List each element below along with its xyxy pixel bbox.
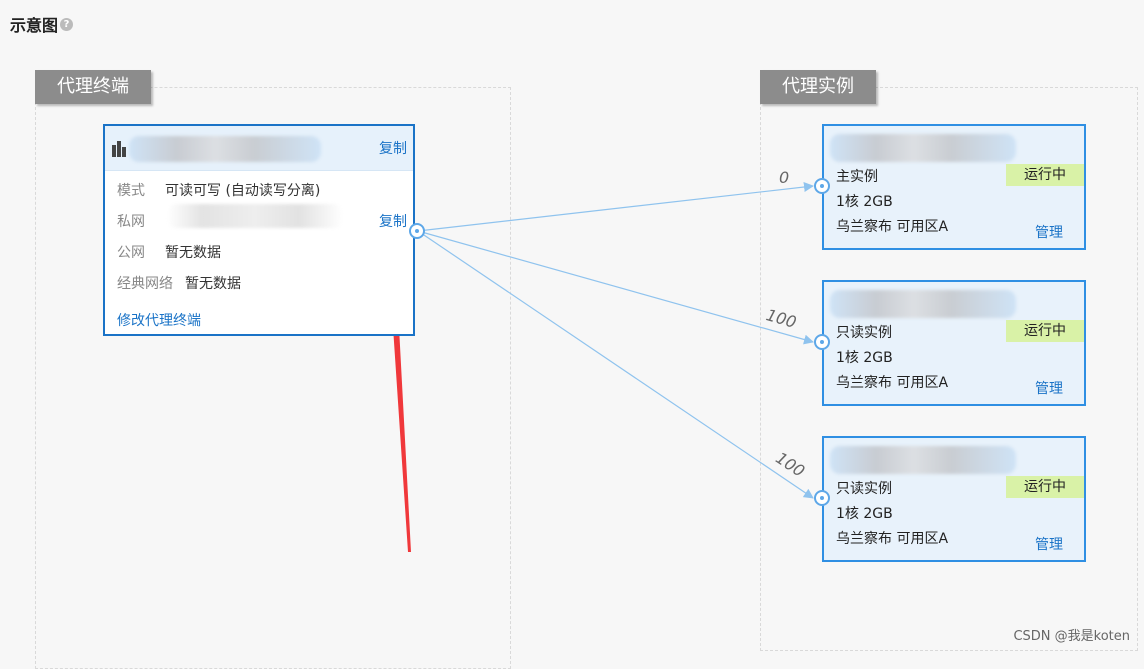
instance-zone: 乌兰察布 可用区A (836, 372, 948, 392)
mode-label: 模式 (117, 180, 145, 200)
instance-input-port (814, 490, 830, 506)
instance-input-port (814, 334, 830, 350)
instance-spec: 1核 2GB (836, 191, 893, 211)
public-network-row: 公网 暂无数据 (117, 242, 221, 262)
endpoint-card-header: 复制 (105, 126, 413, 171)
instance-id-redacted (830, 134, 1016, 162)
endpoint-name-redacted (129, 136, 321, 162)
instance-id-redacted (830, 446, 1016, 474)
classic-network-label: 经典网络 (117, 273, 173, 293)
status-badge: 运行中 (1006, 164, 1084, 186)
mode-value: 可读可写 (自动读写分离) (165, 180, 320, 200)
connector-line (418, 231, 813, 498)
instance-role: 只读实例 (836, 478, 892, 498)
status-badge: 运行中 (1006, 320, 1084, 342)
instance-role: 只读实例 (836, 322, 892, 342)
public-network-label: 公网 (117, 242, 145, 262)
endpoint-output-port (409, 223, 425, 239)
private-network-label: 私网 (117, 211, 145, 231)
instance-role: 主实例 (836, 166, 878, 186)
csdn-watermark: CSDN @我是koten (1013, 625, 1130, 644)
private-network-row: 私网 (117, 211, 145, 231)
copy-private-address-button[interactable]: 复制 (379, 211, 407, 231)
connector-line (418, 186, 813, 231)
copy-endpoint-name-button[interactable]: 复制 (379, 138, 407, 158)
instance-spec: 1核 2GB (836, 347, 893, 367)
instance-card-primary: 主实例 1核 2GB 乌兰察布 可用区A 运行中 管理 (822, 124, 1086, 250)
manage-instance-link[interactable]: 管理 (1035, 378, 1063, 398)
instance-card-readonly-2: 只读实例 1核 2GB 乌兰察布 可用区A 运行中 管理 (822, 436, 1086, 562)
instance-spec: 1核 2GB (836, 503, 893, 523)
connector-line (418, 231, 813, 342)
instance-input-port (814, 178, 830, 194)
instance-id-redacted (830, 290, 1016, 318)
mode-row: 模式 可读可写 (自动读写分离) (117, 180, 320, 200)
connection-weight: 0 (779, 168, 789, 187)
status-badge: 运行中 (1006, 476, 1084, 498)
classic-network-value: 暂无数据 (185, 273, 241, 293)
manage-instance-link[interactable]: 管理 (1035, 534, 1063, 554)
instance-zone: 乌兰察布 可用区A (836, 216, 948, 236)
modify-proxy-endpoint-link[interactable]: 修改代理终端 (117, 310, 201, 330)
manage-instance-link[interactable]: 管理 (1035, 222, 1063, 242)
private-address-redacted (167, 204, 343, 228)
server-icon (112, 141, 126, 157)
instance-card-readonly-1: 只读实例 1核 2GB 乌兰察布 可用区A 运行中 管理 (822, 280, 1086, 406)
instance-zone: 乌兰察布 可用区A (836, 528, 948, 548)
public-network-value: 暂无数据 (165, 242, 221, 262)
proxy-endpoint-card: 复制 模式 可读可写 (自动读写分离) 私网 复制 公网 暂无数据 经典网络 暂… (103, 124, 415, 336)
classic-network-row: 经典网络 暂无数据 (117, 273, 241, 293)
